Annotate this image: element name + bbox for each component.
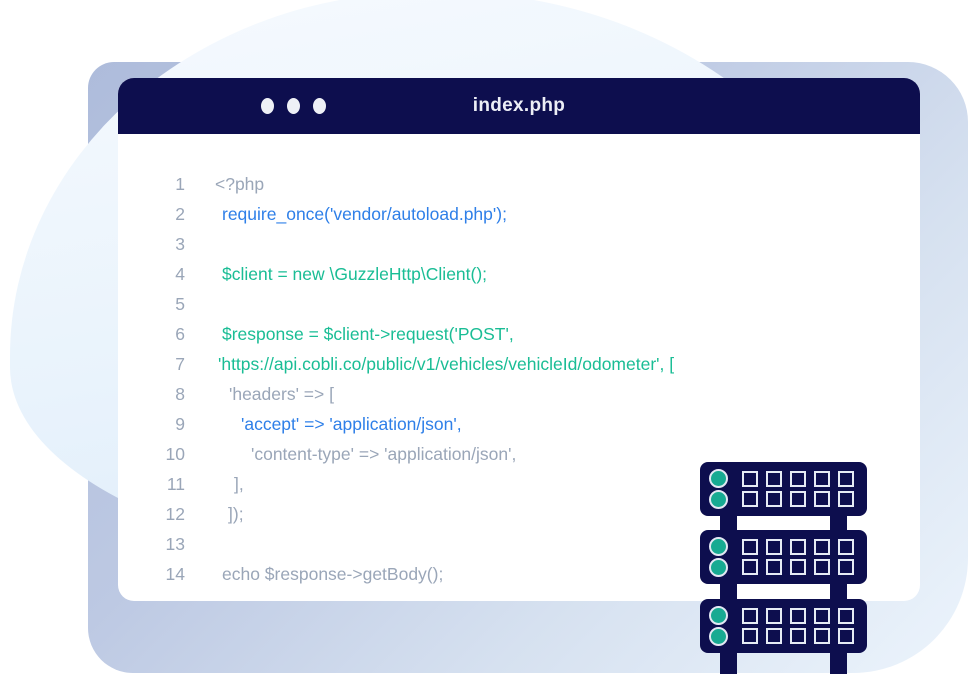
window-titlebar: index.php — [118, 78, 920, 134]
line-number: 9 — [175, 414, 185, 434]
server-foot — [830, 578, 847, 604]
code-text: 'headers' => [ — [229, 384, 334, 404]
line-number: 8 — [175, 384, 185, 404]
code-text: ]); — [228, 504, 244, 524]
server-foot — [720, 647, 737, 674]
code-line: 10 'content-type' => 'application/json', — [118, 439, 920, 469]
server-slot — [838, 471, 854, 487]
code-line: 7 'https://api.cobli.co/public/v1/vehicle… — [118, 349, 920, 379]
window-control-dot-2[interactable] — [287, 98, 300, 114]
line-number: 1 — [175, 174, 185, 194]
code-line: 2 require_once('vendor/autoload.php'); — [118, 199, 920, 229]
server-slot — [790, 559, 806, 575]
code-line: 3 — [118, 229, 920, 259]
server-slot — [742, 471, 758, 487]
code-line: 12]); — [118, 499, 920, 529]
code-text: ], — [234, 474, 244, 494]
server-slot — [766, 628, 782, 644]
server-slot — [742, 628, 758, 644]
server-slot — [814, 471, 830, 487]
line-number: 10 — [165, 444, 185, 464]
code-line: 11], — [118, 469, 920, 499]
line-number: 5 — [175, 294, 185, 314]
server-unit — [700, 530, 867, 584]
code-text — [185, 529, 215, 559]
server-slot — [766, 608, 782, 624]
code-line: 6 $response = $client->request('POST', — [118, 319, 920, 349]
server-unit — [700, 599, 867, 653]
code-text — [185, 289, 215, 319]
server-slot — [814, 539, 830, 555]
code-text: $client = new \GuzzleHttp\Client(); — [222, 264, 488, 284]
server-foot — [720, 510, 737, 536]
code-area: 1 <?php 2 require_once('vendor/autoload.php… — [118, 134, 920, 589]
server-slot — [790, 628, 806, 644]
code-line: 9 'accept' => 'application/json', — [118, 409, 920, 439]
server-slot — [742, 491, 758, 507]
code-line: 5 — [118, 289, 920, 319]
server-led-indicator — [709, 469, 728, 488]
server-slot — [742, 608, 758, 624]
code-text: $response = $client->request('POST', — [222, 324, 514, 344]
code-text — [185, 229, 215, 259]
server-unit — [700, 462, 867, 516]
window-control-dot-3[interactable] — [313, 98, 326, 114]
server-foot — [830, 647, 847, 674]
server-slot — [814, 628, 830, 644]
code-text: 'content-type' => 'application/json', — [251, 444, 517, 464]
code-text: 'accept' => 'application/json', — [241, 414, 462, 434]
line-number: 11 — [166, 474, 185, 494]
server-slot — [838, 491, 854, 507]
server-slot — [838, 559, 854, 575]
server-slot — [790, 539, 806, 555]
server-slot — [742, 559, 758, 575]
line-number: 2 — [175, 204, 185, 224]
code-line: 8 'headers' => [ — [118, 379, 920, 409]
server-slot — [814, 491, 830, 507]
server-slot — [742, 539, 758, 555]
code-text: echo $response->getBody(); — [222, 564, 444, 584]
code-line: 4 $client = new \GuzzleHttp\Client(); — [118, 259, 920, 289]
server-led-indicator — [709, 490, 728, 509]
line-number: 12 — [165, 504, 185, 524]
code-text: 'https://api.cobli.co/public/v1/vehicles… — [218, 354, 675, 374]
server-foot — [720, 578, 737, 604]
server-slot — [838, 608, 854, 624]
server-slot — [766, 471, 782, 487]
server-led-indicator — [709, 537, 728, 556]
code-line: 14 echo $response->getBody(); — [118, 559, 920, 589]
code-line: 13 — [118, 529, 920, 559]
server-slot — [814, 559, 830, 575]
line-number: 14 — [165, 564, 185, 584]
line-number: 6 — [175, 324, 185, 344]
server-slot — [766, 539, 782, 555]
server-slot — [790, 608, 806, 624]
server-led-indicator — [709, 627, 728, 646]
server-slot — [838, 539, 854, 555]
window-title: index.php — [472, 95, 566, 116]
server-slot — [790, 471, 806, 487]
line-number: 3 — [175, 234, 185, 254]
code-text: <?php — [215, 174, 265, 194]
code-line: 1 <?php — [118, 169, 920, 199]
server-rack-illustration — [700, 462, 867, 674]
server-led-indicator — [709, 558, 728, 577]
code-text: require_once('vendor/autoload.php'); — [222, 204, 507, 224]
window-control-dot-1[interactable] — [261, 98, 274, 114]
line-number: 7 — [175, 354, 185, 374]
server-led-indicator — [709, 606, 728, 625]
server-slot — [766, 491, 782, 507]
line-number: 13 — [165, 534, 185, 554]
server-slot — [790, 491, 806, 507]
line-number: 4 — [175, 264, 185, 284]
window-controls — [261, 78, 326, 134]
server-slot — [814, 608, 830, 624]
server-foot — [830, 510, 847, 536]
server-slot — [838, 628, 854, 644]
server-slot — [766, 559, 782, 575]
